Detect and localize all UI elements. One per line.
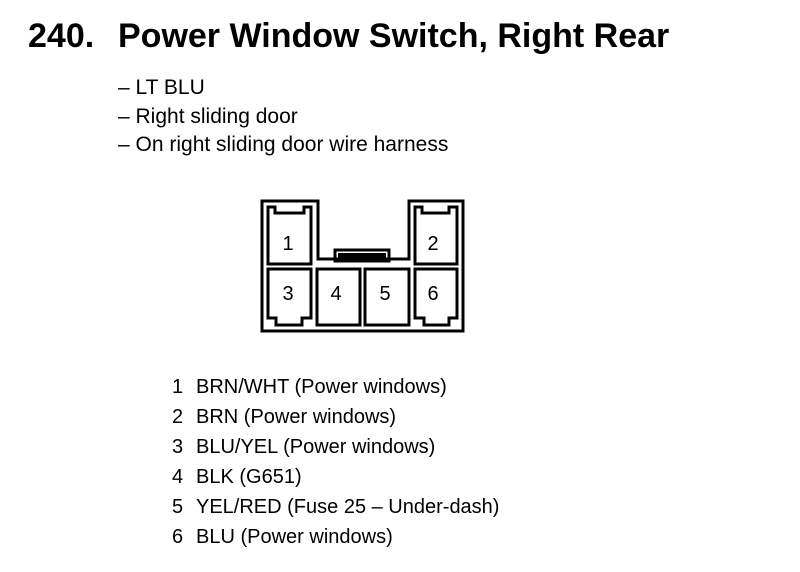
locking-tab-fill bbox=[338, 253, 386, 258]
cavity-label-2: 2 bbox=[427, 233, 438, 255]
pin-description: BRN (Power windows) bbox=[196, 406, 397, 428]
note-color: – LT BLU bbox=[118, 76, 205, 99]
pin-row: 6 BLU (Power windows) bbox=[172, 522, 499, 552]
cavity-label-3: 3 bbox=[282, 283, 293, 305]
connector-notes: – LT BLU – Right sliding door – On right… bbox=[118, 74, 448, 160]
cavity-3-outline bbox=[266, 267, 313, 327]
pin-row: 1 BRN/WHT (Power windows) bbox=[172, 372, 499, 402]
title-number: 240. bbox=[28, 17, 95, 55]
pin-number: 5 bbox=[172, 496, 184, 518]
pin-list: 1 BRN/WHT (Power windows) 2 BRN (Power win… bbox=[172, 372, 499, 552]
pin-number: 1 bbox=[172, 376, 184, 398]
pin-description: BLK (G651) bbox=[196, 466, 302, 488]
cavity-6-outline bbox=[413, 267, 459, 327]
connector-housing bbox=[260, 199, 465, 333]
cavity-2-outline bbox=[413, 205, 459, 266]
note-location: – Right sliding door bbox=[118, 104, 298, 128]
pin-description: BLU (Power windows) bbox=[196, 526, 393, 548]
pin-number: 6 bbox=[172, 526, 184, 548]
cavity-label-4: 4 bbox=[330, 283, 341, 305]
pin-number: 3 bbox=[172, 436, 184, 458]
cavity-5-outline bbox=[363, 267, 411, 327]
pin-description: BRN/WHT (Power windows) bbox=[196, 376, 447, 398]
cavity-label-5: 5 bbox=[379, 283, 390, 305]
cavity-label-1: 1 bbox=[282, 233, 293, 255]
pin-description: YEL/RED (Fuse 25 – Under-dash) bbox=[196, 496, 500, 518]
note-harness: – On right sliding door wire harness bbox=[118, 133, 449, 156]
cavity-label-6: 6 bbox=[427, 283, 438, 305]
pin-number: 4 bbox=[172, 466, 184, 488]
title-text: Power Window Switch, Right Rear bbox=[118, 17, 670, 55]
cavity-4-outline bbox=[315, 267, 362, 327]
pin-description: BLU/YEL (Power windows) bbox=[196, 436, 436, 458]
pin-number: 2 bbox=[172, 406, 184, 428]
cavity-1-outline bbox=[266, 205, 313, 266]
pin-row: 3 BLU/YEL (Power windows) bbox=[172, 432, 499, 462]
pin-row: 5 YEL/RED (Fuse 25 – Under-dash) bbox=[172, 492, 499, 522]
locking-tab bbox=[333, 248, 391, 263]
page-title: 240. Power Window Switch, Right Rear bbox=[28, 19, 669, 53]
pin-row: 2 BRN (Power windows) bbox=[172, 402, 499, 432]
pin-row: 4 BLK (G651) bbox=[172, 462, 499, 492]
